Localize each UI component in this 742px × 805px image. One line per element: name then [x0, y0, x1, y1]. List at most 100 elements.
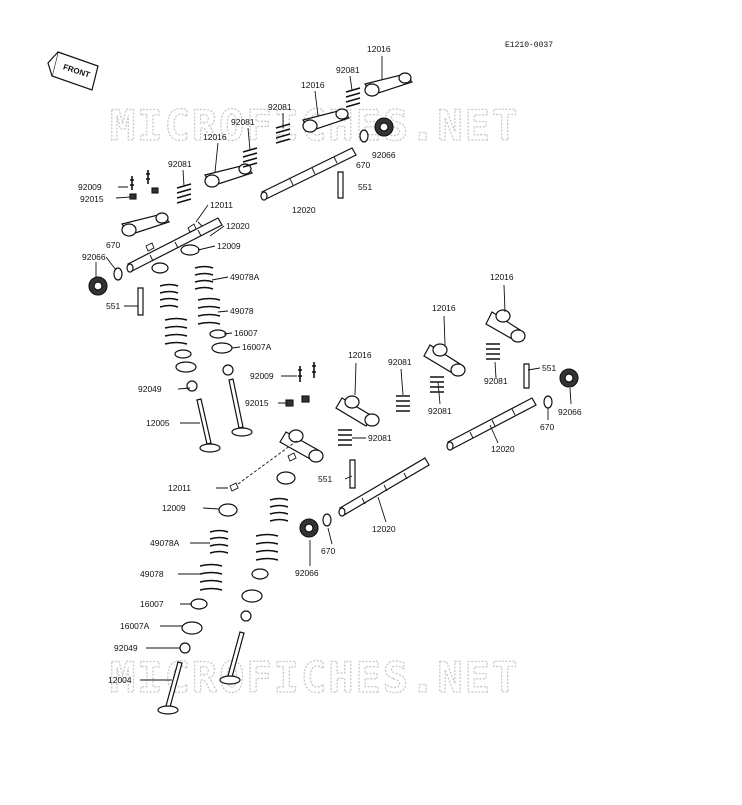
lock-nut-icon: [129, 193, 137, 200]
rocker-arm-icon: [302, 108, 351, 133]
callout-label: 12011: [168, 483, 191, 493]
valve-icon: [228, 378, 253, 437]
lock-nut-icon: [151, 187, 159, 194]
valve-cotter-icon: [287, 452, 297, 462]
callout-label: 12020: [292, 205, 316, 215]
callout-label: 12020: [226, 221, 250, 231]
spring-seat-icon: [174, 349, 192, 359]
valve-icon: [157, 661, 183, 715]
spring-seat-icon: [241, 589, 263, 603]
callout-label: 16007: [234, 328, 258, 338]
valve-spring-outer-icon: [194, 265, 214, 290]
adjusting-screw-icon: [312, 362, 316, 378]
spring-retainer-icon: [180, 244, 200, 256]
valve-spring-inner-icon: [159, 283, 179, 308]
o-ring-icon: [359, 129, 369, 143]
valve-seal-icon: [222, 364, 234, 376]
callout-label: 16007: [140, 599, 164, 609]
callout-label: 92009: [78, 182, 102, 192]
callout-label: 92081: [336, 65, 360, 75]
spring-retainer-icon: [218, 503, 238, 517]
callout-label: 92081: [428, 406, 452, 416]
spring-seat-icon: [190, 598, 208, 610]
callout-label: 16007A: [120, 621, 150, 631]
diagram-code: E1210-0037: [505, 41, 553, 50]
callout-label: 92081: [168, 159, 192, 169]
o-ring-icon: [543, 395, 553, 409]
spring-seat-icon: [209, 329, 227, 339]
callout-label: 92066: [558, 407, 582, 417]
callout-label: 92081: [388, 357, 412, 367]
valve-spring-inner-icon: [209, 529, 229, 554]
callout-label: 551: [542, 363, 556, 373]
adjusting-screw-icon: [146, 170, 150, 184]
callout-label: 12016: [203, 132, 227, 142]
callout-label: 92081: [231, 117, 255, 127]
callout-label: 92066: [295, 568, 319, 578]
callout-label: 92066: [82, 252, 106, 262]
lock-nut-icon: [301, 395, 310, 403]
rocker-arm-icon: [485, 309, 526, 343]
callout-label: 12020: [372, 524, 396, 534]
callout-label: 12020: [491, 444, 515, 454]
valve-cotter-icon: [229, 482, 239, 492]
rocker-arm-icon: [279, 429, 324, 463]
callout-label: 551: [106, 301, 120, 311]
adjusting-screw-icon: [298, 366, 302, 382]
spring-seat-icon: [251, 568, 269, 580]
plug-icon: [88, 276, 108, 296]
callout-label: 12005: [146, 418, 170, 428]
rocker-shaft-icon: [446, 397, 537, 451]
callout-label: 92066: [372, 150, 396, 160]
callout-label: 92015: [80, 194, 104, 204]
lock-nut-icon: [285, 399, 294, 407]
callout-label: 92081: [268, 102, 292, 112]
valve-cotter-icon: [187, 221, 203, 233]
dowel-pin-icon: [337, 171, 344, 199]
rocker-arm-icon: [204, 163, 254, 188]
dowel-pin-icon: [349, 459, 356, 489]
plug-icon: [559, 368, 579, 388]
rocker-shaft-icon: [338, 457, 430, 517]
adjusting-screw-icon: [130, 176, 134, 190]
callout-label: 49078: [230, 306, 254, 316]
callout-label: 92049: [138, 384, 162, 394]
spring-icon: [486, 343, 500, 360]
plug-icon: [374, 117, 394, 137]
callout-label: 670: [356, 160, 370, 170]
callout-label: 551: [358, 182, 372, 192]
callout-label: 49078A: [150, 538, 180, 548]
callout-label: 12016: [367, 44, 391, 54]
callout-label: 12009: [217, 241, 241, 251]
callout-label: 92015: [245, 398, 269, 408]
spring-retainer-icon: [151, 262, 169, 274]
callout-label: 92081: [484, 376, 508, 386]
rocker-arm-icon: [364, 72, 414, 97]
rocker-arm-icon: [335, 395, 380, 427]
callout-label: 49078: [140, 569, 164, 579]
callout-label: 92049: [114, 643, 138, 653]
spring-icon: [345, 87, 361, 108]
valve-icon: [219, 631, 245, 685]
rocker-shaft-icon: [260, 147, 357, 201]
rocker-shaft-icon: [126, 217, 223, 273]
callout-label: 12016: [301, 80, 325, 90]
spring-seat-icon: [175, 361, 197, 373]
spring-seat-icon: [211, 342, 233, 354]
spring-icon: [430, 376, 444, 393]
dowel-pin-icon: [523, 363, 530, 389]
callout-label: 670: [540, 422, 554, 432]
valve-seal-icon: [240, 610, 252, 622]
callout-label: 12016: [490, 272, 514, 282]
valve-seal-icon: [179, 642, 191, 654]
valve-seal-icon: [186, 380, 198, 392]
o-ring-icon: [322, 513, 332, 527]
spring-icon: [176, 183, 192, 204]
callout-label: 12016: [348, 350, 372, 360]
callout-label: 92009: [250, 371, 274, 381]
callout-label: 12009: [162, 503, 186, 513]
callout-label: 16007A: [242, 342, 272, 352]
callout-label: 92081: [368, 433, 392, 443]
valve-spring-inner-icon: [164, 317, 188, 345]
